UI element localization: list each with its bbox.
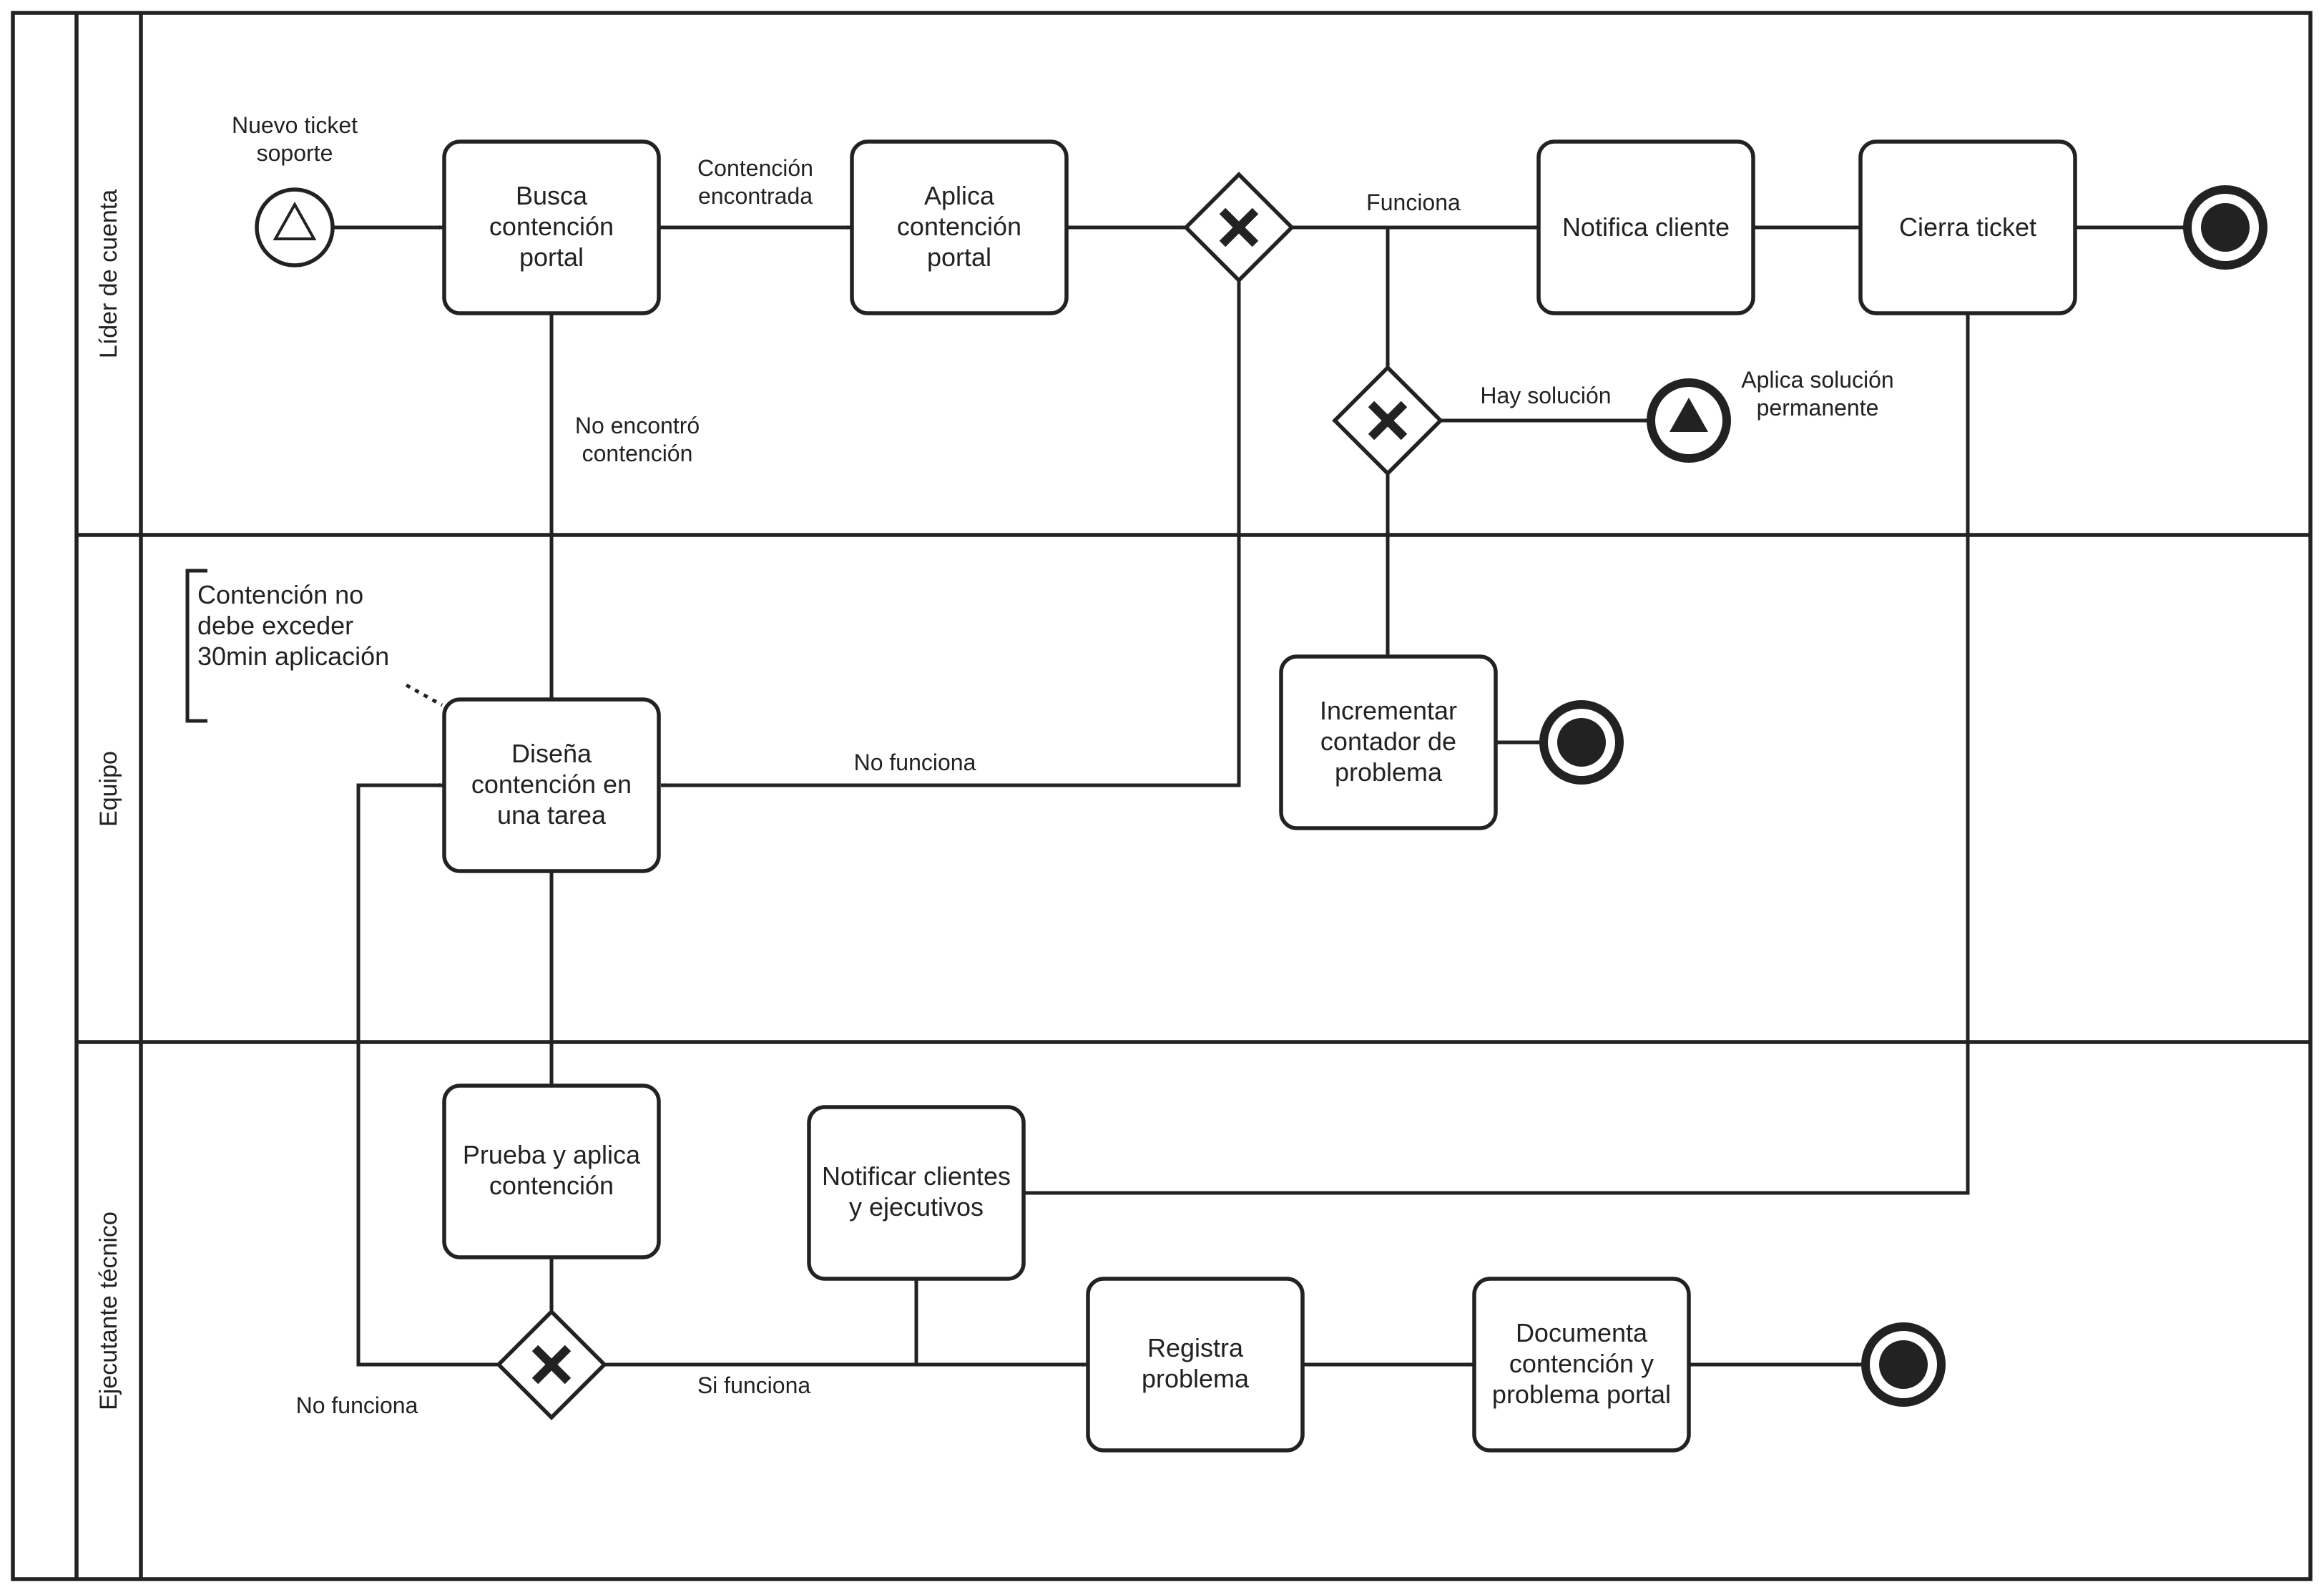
- task-busca-box: [442, 139, 661, 315]
- flow-gateway-3-to-disena: [356, 783, 499, 1367]
- task-incrementar-box: [1279, 654, 1498, 830]
- task-disena[interactable]: Diseña contención en una tarea: [442, 697, 661, 873]
- task-notificar-clientes-line2: y ejecutivos: [849, 1192, 984, 1222]
- escalation-label-line1: Aplica solución: [1741, 367, 1893, 393]
- lane-label-lider: Líder de cuenta: [95, 190, 122, 358]
- flow-label-funciona: Funciona: [1366, 190, 1461, 215]
- task-aplica-line3: portal: [927, 242, 991, 272]
- task-cierra-line1: Cierra ticket: [1899, 212, 2036, 242]
- flow-gateway-1-to-disena: [661, 280, 1241, 787]
- exclusive-x-icon: [531, 1345, 572, 1385]
- start-event-label-line1: Nuevo ticket: [232, 112, 358, 138]
- gateway-funciona[interactable]: [1183, 172, 1295, 283]
- exclusive-x-icon: [1219, 207, 1259, 247]
- task-incrementar-line1: Incrementar: [1320, 696, 1457, 725]
- annotation-association: [405, 683, 443, 707]
- annotation-line3: 30min aplicación: [197, 642, 389, 671]
- task-notifica[interactable]: Notifica cliente: [1536, 139, 1755, 315]
- task-registra[interactable]: Registra problema: [1086, 1277, 1305, 1453]
- end-event-dot-icon: [1879, 1340, 1928, 1389]
- task-documenta-box: [1472, 1277, 1691, 1453]
- task-documenta-line3: problema portal: [1492, 1380, 1671, 1409]
- task-prueba-line1: Prueba y aplica: [463, 1140, 641, 1169]
- escalation-label-line2: permanente: [1757, 395, 1879, 421]
- task-documenta[interactable]: Documenta contención y problema portal: [1472, 1277, 1691, 1453]
- end-event-cierra[interactable]: [2183, 185, 2267, 270]
- task-disena-line3: una tarea: [497, 800, 607, 830]
- flow-label-contencion-encontrada-line2: encontrada: [698, 183, 813, 209]
- text-annotation: Contención no debe exceder 30min aplicac…: [185, 569, 443, 723]
- escalation-end-event[interactable]: [1647, 378, 1731, 463]
- signal-triangle-icon: [273, 201, 317, 240]
- task-notificar-clientes-box: [807, 1105, 1026, 1281]
- task-notifica-box: [1536, 139, 1755, 315]
- lane-label-equipo: Equipo: [95, 751, 122, 827]
- task-prueba-line2: contención: [489, 1171, 614, 1200]
- start-event-circle: [255, 187, 335, 267]
- annotation-bracket: [185, 569, 207, 723]
- annotation-line1: Contención no: [197, 580, 363, 609]
- task-prueba[interactable]: Prueba y aplica contención: [442, 1084, 661, 1259]
- gateway-prueba[interactable]: [496, 1309, 607, 1420]
- task-aplica[interactable]: Aplica contención portal: [850, 139, 1069, 315]
- flow-label-no-encontro-line2: contención: [582, 441, 693, 466]
- pool-frame: [11, 11, 2313, 1581]
- flow-label-no-funciona-top: No funciona: [854, 750, 976, 775]
- pool: [11, 11, 2313, 1581]
- flow-notificar-to-cierra: [1024, 315, 1970, 1195]
- task-disena-line2: contención en: [471, 770, 632, 799]
- end-event-dot-icon: [2201, 203, 2250, 252]
- start-event-label-line2: soporte: [257, 140, 333, 166]
- task-aplica-line1: Aplica: [924, 181, 995, 210]
- end-event-documenta[interactable]: [1861, 1322, 1946, 1407]
- task-incrementar[interactable]: Incrementar contador de problema: [1279, 654, 1498, 830]
- task-disena-line1: Diseña: [511, 739, 592, 768]
- end-event-dot-icon: [1557, 718, 1606, 767]
- task-aplica-box: [850, 139, 1069, 315]
- task-disena-box: [442, 697, 661, 873]
- task-busca-line2: contención: [489, 212, 614, 241]
- flow-label-no-encontro-line1: No encontró: [575, 413, 700, 438]
- task-prueba-box: [442, 1084, 661, 1259]
- task-busca-line3: portal: [519, 242, 584, 272]
- end-event-incrementar[interactable]: [1539, 700, 1624, 785]
- task-notificar-clientes-line1: Notificar clientes: [822, 1161, 1011, 1191]
- task-incrementar-line2: contador de: [1320, 727, 1456, 756]
- start-event[interactable]: [255, 187, 335, 267]
- sequence-flows: [333, 225, 2187, 1367]
- task-busca-line1: Busca: [516, 181, 588, 210]
- task-aplica-line2: contención: [897, 212, 1021, 241]
- task-registra-line1: Registra: [1147, 1333, 1244, 1362]
- task-cierra-box: [1858, 139, 2077, 315]
- flow-label-hay-solucion: Hay solución: [1480, 383, 1611, 408]
- task-busca[interactable]: Busca contención portal: [442, 139, 661, 315]
- flow-label-si-funciona: Si funciona: [697, 1372, 811, 1398]
- task-notificar-clientes[interactable]: Notificar clientes y ejecutivos: [807, 1105, 1026, 1281]
- task-cierra[interactable]: Cierra ticket: [1858, 139, 2077, 315]
- annotation-line2: debe exceder: [197, 611, 353, 640]
- filled-triangle-icon: [1670, 398, 1708, 432]
- task-documenta-line2: contención y: [1509, 1349, 1654, 1378]
- task-registra-line2: problema: [1142, 1364, 1250, 1393]
- task-registra-box: [1086, 1277, 1305, 1453]
- flow-label-no-funciona-bottom: No funciona: [296, 1392, 418, 1418]
- exclusive-x-icon: [1368, 401, 1408, 441]
- gateway-hay-solucion[interactable]: [1332, 365, 1443, 476]
- task-documenta-line1: Documenta: [1516, 1318, 1648, 1347]
- flow-label-contencion-encontrada-line1: Contención: [697, 155, 813, 181]
- lane-label-ejecutante: Ejecutante técnico: [95, 1212, 122, 1410]
- task-incrementar-line3: problema: [1335, 757, 1443, 787]
- task-notifica-line1: Notifica cliente: [1562, 212, 1730, 242]
